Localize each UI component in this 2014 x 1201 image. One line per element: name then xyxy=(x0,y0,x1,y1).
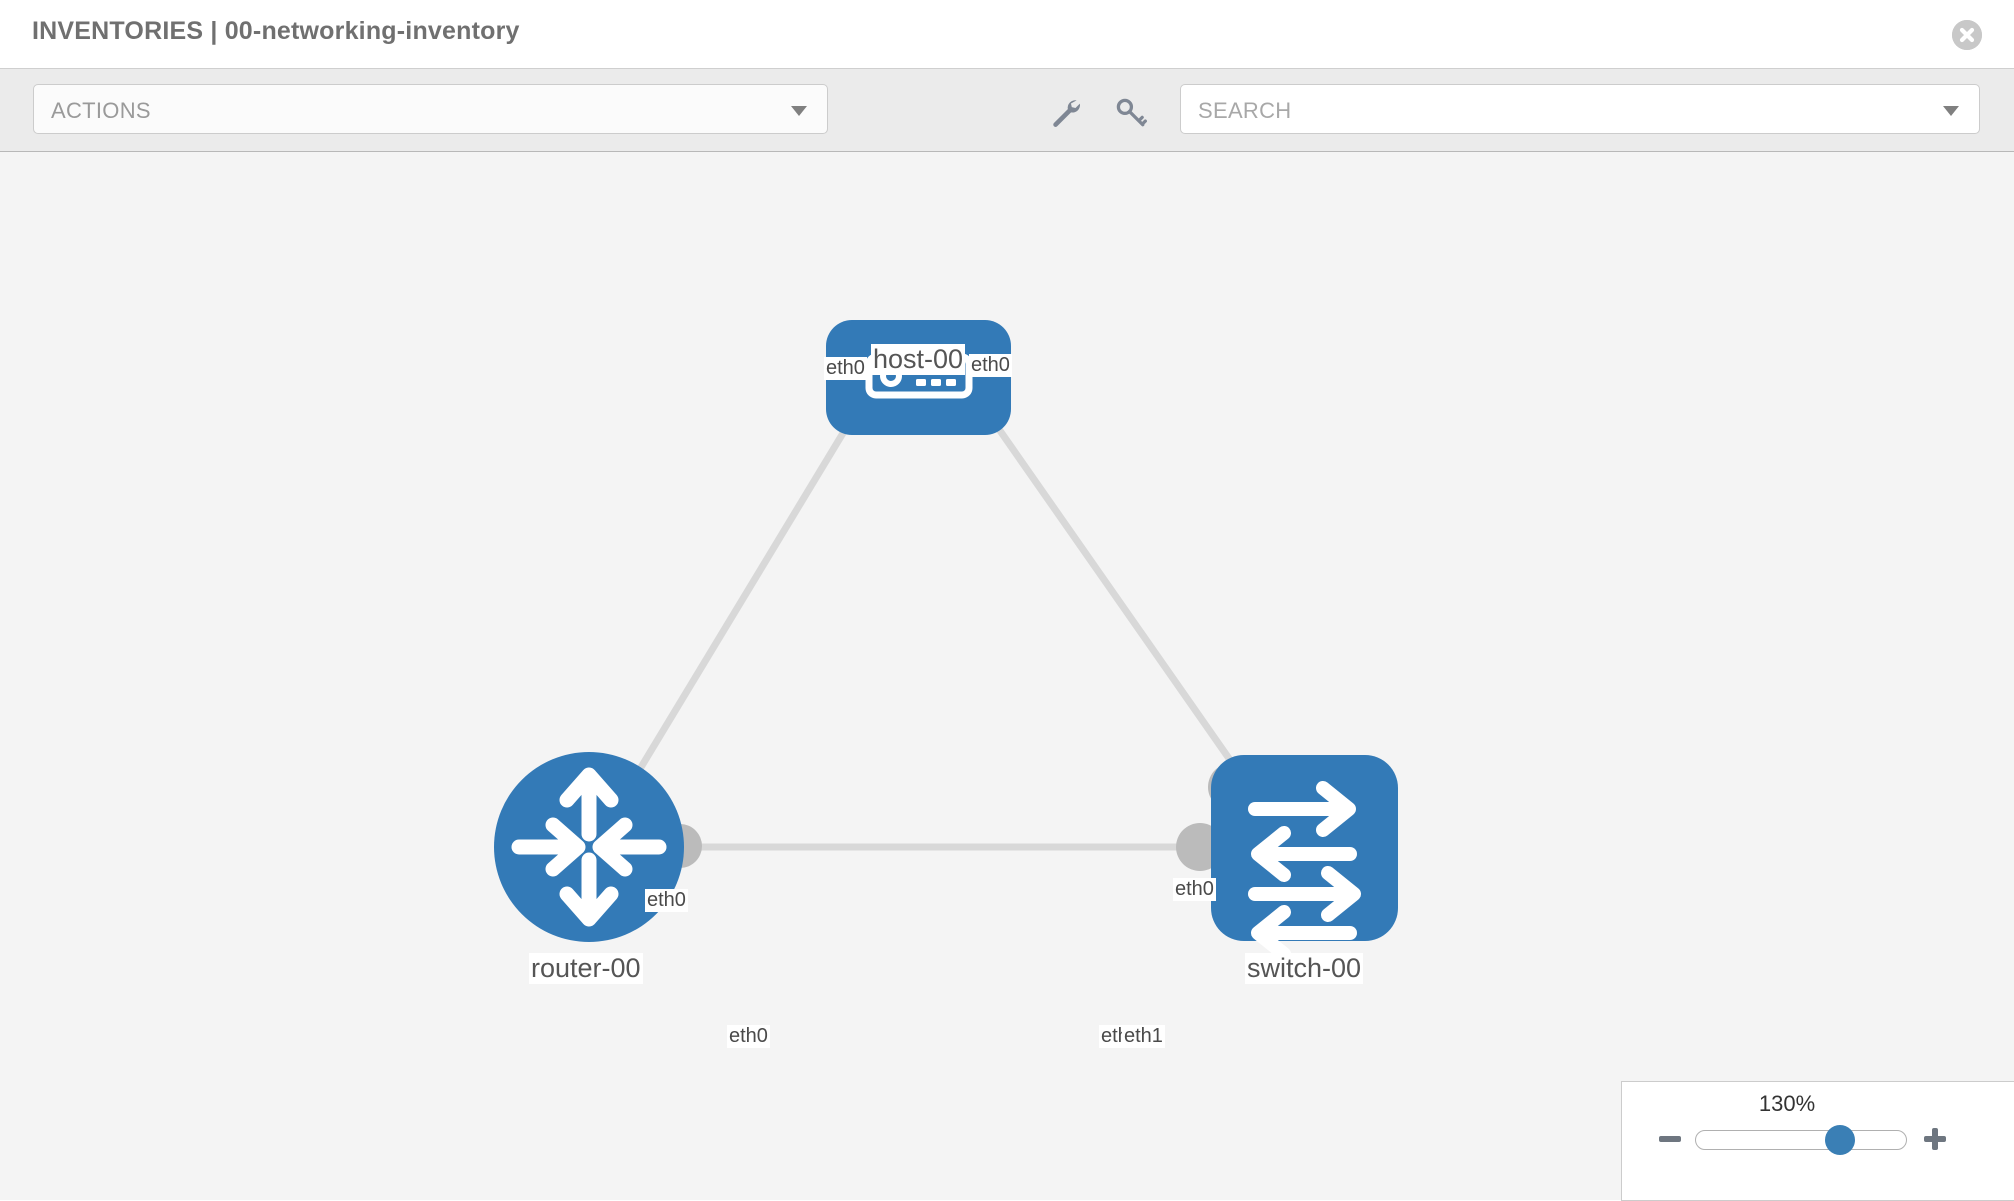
iface-label-host00-eth0-left: eth0 xyxy=(824,357,867,380)
zoom-level-label: 130% xyxy=(1758,1091,1816,1116)
iface-label-router00-eth0: eth0 xyxy=(727,1025,770,1048)
page-title: INVENTORIES | 00-networking-inventory xyxy=(32,17,520,45)
plus-icon[interactable] xyxy=(1922,1126,1948,1152)
actions-dropdown[interactable]: ACTIONS xyxy=(33,84,828,134)
link-host00-switch00[interactable] xyxy=(949,359,1261,803)
node-label-switch-00: switch-00 xyxy=(1245,953,1364,984)
link-host00-router00[interactable] xyxy=(617,360,889,804)
search-input[interactable]: SEARCH xyxy=(1180,84,1980,134)
page-header: INVENTORIES | 00-networking-inventory xyxy=(0,0,2014,68)
minus-icon[interactable] xyxy=(1657,1126,1683,1152)
node-router-00[interactable] xyxy=(494,752,684,942)
switch-arrows-icon xyxy=(1248,781,1361,961)
topology-canvas[interactable]: host-00 router-00 switch-00 eth0 eth0 et… xyxy=(0,152,2014,1200)
zoom-slider-track[interactable] xyxy=(1695,1130,1907,1150)
node-label-router-00: router-00 xyxy=(529,953,643,984)
zoom-control-panel: 130% xyxy=(1621,1081,2014,1201)
search-placeholder: SEARCH xyxy=(1198,98,1292,123)
link-group xyxy=(617,359,1261,851)
node-switch-00[interactable] xyxy=(1211,755,1398,961)
iface-label-switch00-eth1: eth1 xyxy=(1122,1025,1165,1048)
router-arrows-icon xyxy=(511,767,667,927)
iface-label-router00-eth0-uplink: eth0 xyxy=(645,889,688,912)
iface-label-switch00-eth0-uplink: eth0 xyxy=(1173,878,1216,901)
toolbar: ACTIONS SEARCH xyxy=(0,68,2014,152)
key-icon[interactable] xyxy=(1113,95,1147,129)
iface-label-host00-eth0-right: eth0 xyxy=(969,354,1012,377)
wrench-icon[interactable] xyxy=(1048,95,1082,129)
chevron-down-icon xyxy=(791,106,807,116)
zoom-slider-thumb[interactable] xyxy=(1825,1125,1855,1155)
actions-dropdown-label: ACTIONS xyxy=(51,98,151,123)
chevron-down-icon[interactable] xyxy=(1943,106,1959,116)
node-label-host-00: host-00 xyxy=(871,344,966,375)
close-icon[interactable] xyxy=(1952,20,1982,50)
topology-graph[interactable] xyxy=(0,152,2014,1200)
